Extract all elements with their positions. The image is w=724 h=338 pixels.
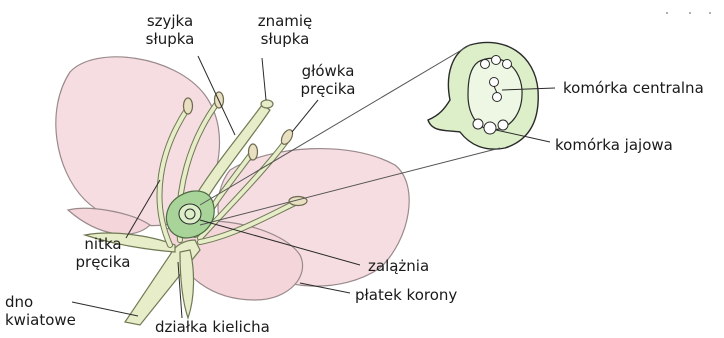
sepal-bottom (180, 250, 194, 318)
speck (709, 12, 711, 14)
egg-cell (484, 122, 496, 134)
label-dno-kwiatowe: dno kwiatowe (5, 293, 76, 329)
anther-1 (184, 98, 193, 114)
label-nitka-precika-line1: nitka (68, 235, 138, 253)
label-komorka-centralna: komórka centralna (563, 79, 704, 97)
label-glowka-precika-line1: główka (293, 62, 363, 80)
central-nucleus-1 (490, 78, 499, 87)
leader-znamie (262, 58, 266, 100)
ovary-ovule (179, 204, 201, 224)
leader-glowka (292, 100, 318, 132)
cell-bottom-3 (498, 120, 508, 130)
cell-top-2 (492, 56, 501, 65)
label-dzialka-kielicha: działka kielicha (155, 318, 270, 336)
label-znamie-slupka-line2: słupka (250, 30, 320, 48)
label-znamie-slupka: znamię słupka (250, 12, 320, 48)
anther-3 (249, 144, 258, 160)
label-glowka-precika: główka pręcika (293, 62, 363, 98)
leader-dno (72, 302, 138, 316)
label-szyjka-slupka: szyjka słupka (140, 12, 200, 48)
label-zalaznia: zalążnia (368, 257, 429, 275)
central-nucleus-2 (493, 93, 502, 102)
label-znamie-slupka-line1: znamię (250, 12, 320, 30)
stigma (261, 100, 273, 108)
speck (666, 12, 668, 14)
label-komorka-jajowa: komórka jajowa (555, 136, 673, 154)
label-dno-kwiatowe-line2: kwiatowe (5, 311, 76, 329)
cell-top-3 (503, 60, 512, 69)
cell-bottom-1 (473, 119, 483, 129)
cell-top-1 (481, 60, 490, 69)
label-nitka-precika-line2: pręcika (68, 253, 138, 271)
label-szyjka-slupka-line2: słupka (140, 30, 200, 48)
label-dno-kwiatowe-line1: dno (5, 293, 76, 311)
label-nitka-precika: nitka pręcika (68, 235, 138, 271)
label-glowka-precika-line2: pręcika (293, 80, 363, 98)
label-szyjka-slupka-line1: szyjka (140, 12, 200, 30)
label-platek-korony: płatek korony (355, 286, 457, 304)
speck (689, 12, 691, 14)
